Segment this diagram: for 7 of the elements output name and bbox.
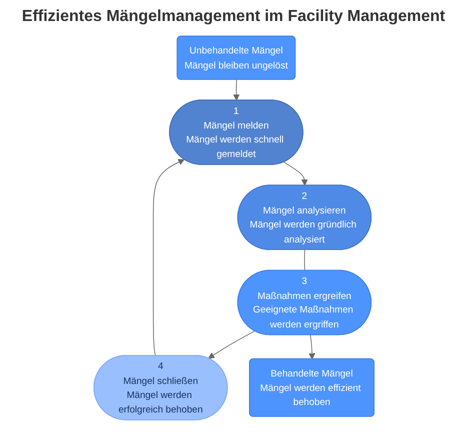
arrow (232, 79, 240, 101)
arrow (283, 162, 308, 186)
diagram-title: Effizientes Mängelmanagement im Facility Management (20, 7, 446, 27)
connector (304, 250, 305, 271)
arrow (152, 159, 184, 356)
arrow (308, 334, 315, 360)
arrow (208, 330, 255, 359)
